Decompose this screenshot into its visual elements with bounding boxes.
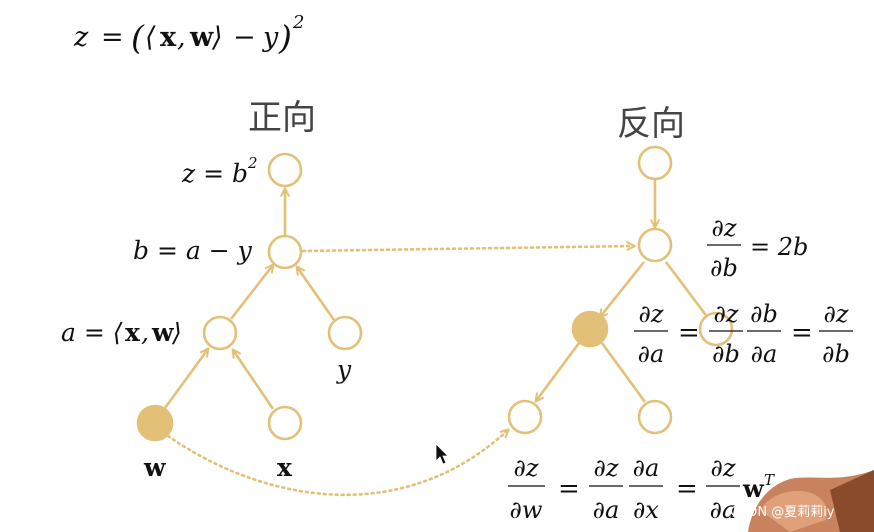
formula-minus: −: [233, 22, 256, 53]
grad-b-formula: ∂z ∂b = 2b: [707, 214, 808, 282]
grad-w-d1: ∂w: [510, 496, 543, 524]
grad-w-sup: T: [764, 471, 775, 489]
grad-a-n4: ∂z: [823, 300, 848, 328]
loss-formula: z = ( ⟨ x , w ⟩ − y ) 2: [73, 12, 304, 57]
mouse-cursor-icon: [435, 443, 449, 465]
grad-a-n2: ∂z: [713, 300, 738, 328]
formula-langle: ⟨: [145, 22, 156, 53]
label-z-exp: 2: [247, 154, 258, 172]
grad-a-d1: ∂a: [638, 340, 665, 368]
node-back-y: [698, 311, 734, 347]
grad-a-formula: ∂z ∂a = ∂z ∂b ∂b ∂a = ∂z ∂b: [634, 300, 853, 368]
grad-w-n2: ∂z: [593, 454, 618, 482]
formula-rparen: ): [278, 18, 292, 57]
node-z: [267, 152, 303, 188]
grad-b-den: ∂b: [710, 254, 738, 282]
formula-lparen: (: [131, 18, 145, 57]
node-back-w: [507, 399, 543, 435]
node-back-a: [571, 310, 609, 348]
node-back-x: [637, 399, 673, 435]
grad-w-eq2: =: [676, 474, 698, 504]
forward-heading: 正向: [248, 98, 316, 138]
node-b: [267, 234, 303, 270]
edge-b-to-a: [600, 261, 646, 317]
label-a-comma: ,: [141, 318, 149, 347]
dotted-b-to-backward: [301, 246, 634, 253]
grad-a-d2: ∂b: [712, 340, 740, 368]
grad-w-tail: w: [742, 474, 765, 503]
grad-a-n3: ∂b: [750, 300, 778, 328]
csdn-watermark: CSDN @夏莉莉iy: [730, 505, 835, 520]
label-z-eq: z = b: [181, 159, 248, 188]
node-x: [267, 405, 303, 441]
backward-heading: 反向: [617, 104, 685, 144]
edge-b-to-y: [664, 261, 710, 319]
presenter-hand-image: [748, 470, 874, 532]
grad-w-d3: ∂x: [633, 496, 659, 524]
label-a-post: ⟩: [171, 318, 182, 347]
label-a-eq: a = ⟨ x , w ⟩: [61, 318, 182, 347]
label-x: x: [277, 453, 293, 482]
formula-y: y: [262, 22, 279, 53]
node-back-top: [637, 145, 673, 181]
formula-z: z: [73, 22, 89, 53]
edge-y-to-b: [297, 267, 336, 321]
dotted-w-to-backward: [166, 430, 508, 497]
grad-a-eq2: =: [791, 318, 813, 348]
node-back-b: [637, 227, 673, 263]
edge-a-to-b: [229, 265, 273, 320]
grad-a-d3: ∂a: [751, 340, 778, 368]
grad-a-eq1: =: [678, 318, 700, 348]
grad-b-num: ∂z: [711, 214, 736, 242]
grad-w-n1: ∂z: [513, 454, 538, 482]
formula-comma: ,: [177, 22, 186, 53]
grad-a-d4: ∂b: [822, 340, 850, 368]
edge-a-to-w: [536, 342, 581, 401]
label-y: y: [336, 355, 352, 384]
label-b-eq: b = a − y: [133, 236, 253, 265]
edge-a-to-x: [600, 342, 647, 403]
label-a-pre: a = ⟨: [61, 318, 123, 347]
backward-edges: [536, 180, 710, 403]
grad-b-rhs: = 2b: [750, 233, 808, 261]
label-a-x: x: [125, 318, 141, 347]
grad-w-n3: ∂a: [633, 454, 660, 482]
label-w: w: [143, 453, 167, 482]
forward-edges: [163, 189, 336, 410]
grad-w-formula: ∂z ∂w = ∂z ∂a ∂a ∂x = ∂z ∂a w T: [508, 454, 775, 524]
formula-x: x: [160, 22, 177, 53]
grad-w-n4: ∂z: [710, 454, 735, 482]
grad-w-d2: ∂a: [593, 496, 620, 524]
formula-exponent: 2: [292, 12, 304, 33]
formula-w: w: [189, 22, 214, 53]
grad-a-n1: ∂z: [638, 300, 663, 328]
node-w: [136, 404, 174, 442]
grad-w-eq1: =: [558, 474, 580, 504]
node-a: [202, 315, 238, 351]
label-a-w: w: [151, 318, 175, 347]
edge-x-to-a: [233, 350, 275, 410]
node-y: [327, 315, 363, 351]
formula-rangle: ⟩: [211, 22, 223, 53]
formula-eq: =: [101, 22, 124, 53]
edge-w-to-a: [163, 349, 208, 409]
grad-w-d4: ∂a: [710, 496, 737, 524]
